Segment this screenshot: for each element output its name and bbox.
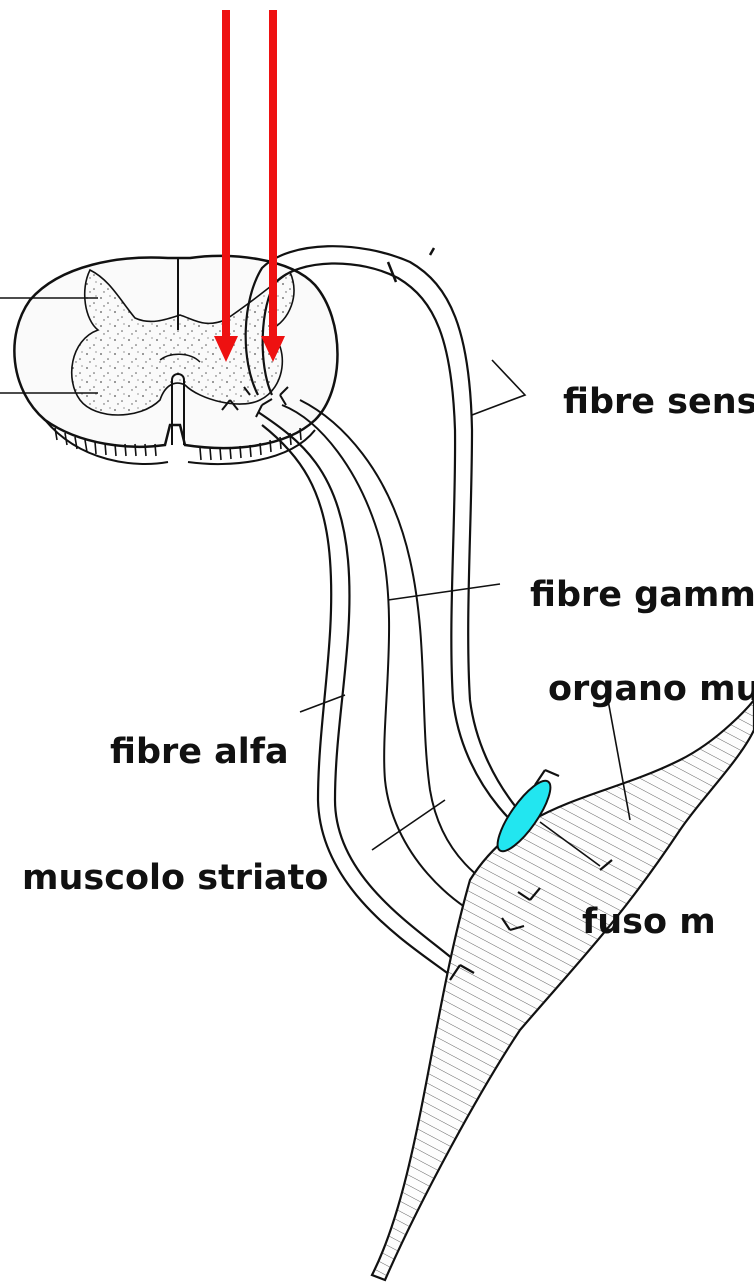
label-alpha-fibers: fibre alfa bbox=[110, 735, 289, 770]
label-gamma-fibers: fibre gamm bbox=[530, 578, 754, 613]
gamma-fiber bbox=[282, 405, 510, 930]
leader-muscle bbox=[372, 800, 445, 850]
spinal-cord-section bbox=[14, 256, 337, 464]
label-sensory-fibers: fibre sens bbox=[563, 385, 754, 420]
dorsal-root-ganglion-mark bbox=[388, 248, 434, 282]
label-muscle-spindle: fuso m bbox=[582, 905, 716, 940]
label-tendon-organ: organo mu bbox=[548, 672, 754, 707]
label-striated-muscle: muscolo striato bbox=[22, 861, 328, 896]
leader-sensory bbox=[472, 360, 525, 415]
gamma-fiber-2 bbox=[300, 400, 530, 900]
leader-gamma bbox=[388, 584, 500, 600]
striated-muscle bbox=[360, 690, 754, 1285]
